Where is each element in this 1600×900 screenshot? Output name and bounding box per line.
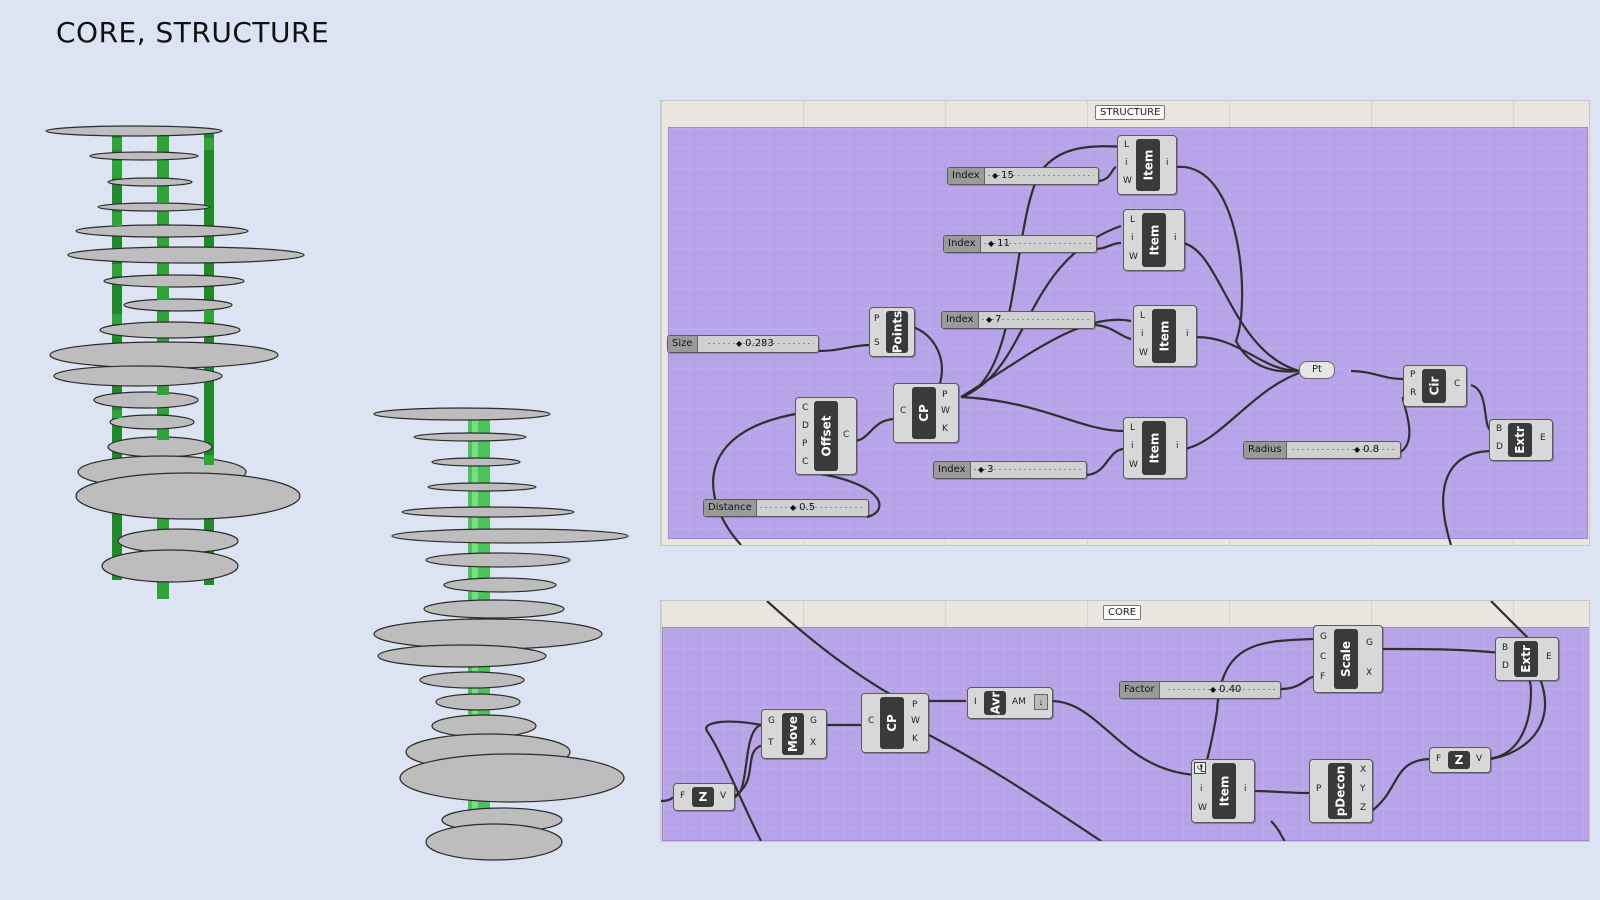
index-slider-15-label: Index [948, 168, 985, 184]
extr-component[interactable]: B D Extr E [1489, 419, 1553, 461]
index-slider-11[interactable]: Index 11 [943, 235, 1097, 253]
index-slider-7[interactable]: Index 7 [941, 311, 1095, 329]
index-slider-11-label: Index [944, 236, 981, 252]
item-label: Item [1147, 224, 1161, 256]
pdecon-component[interactable]: P pDecon X Y Z [1309, 759, 1373, 823]
slide-title: CORE, STRUCTURE [56, 16, 330, 49]
core-model [373, 407, 629, 861]
z-label: Z [1454, 753, 1464, 767]
index-slider-15[interactable]: Index 15 [947, 167, 1099, 185]
item-component-core[interactable]: ↺ L i W Item i [1191, 759, 1255, 823]
index-slider-7-label: Index [942, 312, 979, 328]
factor-slider-label: Factor [1120, 682, 1160, 698]
distance-slider-value: 0.5 [790, 500, 815, 516]
radius-slider-label: Radius [1244, 442, 1287, 458]
scale-component[interactable]: G C F Scale G X [1313, 625, 1383, 693]
size-slider-label: Size [668, 336, 698, 352]
avr-component[interactable]: I Avr AM ↓ [967, 687, 1053, 719]
index-slider-3-value: 3 [978, 462, 993, 478]
radius-slider[interactable]: Radius 0.8 [1243, 441, 1401, 459]
scale-label: Scale [1339, 640, 1354, 678]
avr-label: Avr [988, 691, 1003, 715]
index-slider-3-label: Index [934, 462, 971, 478]
distance-slider-label: Distance [704, 500, 757, 516]
z-component-right[interactable]: F Z V [1429, 747, 1491, 773]
item-component-7[interactable]: L i W Item i [1133, 305, 1197, 367]
z-label: Z [698, 790, 708, 804]
item-component-3[interactable]: L i W Item i [1123, 417, 1187, 479]
points-label: Points [890, 310, 905, 354]
extr-component-core[interactable]: B D Extr E [1495, 637, 1559, 681]
index-slider-3[interactable]: Index 3 [933, 461, 1087, 479]
extr-label: Extr [1513, 426, 1527, 454]
factor-slider[interactable]: Factor 0.40 [1119, 681, 1281, 699]
cir-label: Cir [1427, 376, 1441, 396]
move-component[interactable]: G T Move G X [761, 709, 827, 759]
extr-label: Extr [1519, 645, 1533, 673]
item-label: Item [1217, 775, 1231, 807]
item-component-15[interactable]: L i W Item i [1117, 135, 1177, 195]
item-label: Item [1141, 149, 1155, 181]
index-slider-11-value: 11 [988, 236, 1010, 252]
core-group-tag[interactable]: CORE [1103, 605, 1142, 620]
structure-group-tag[interactable]: STRUCTURE [1095, 105, 1166, 120]
item-label: Item [1157, 320, 1171, 352]
cp-component[interactable]: C CP P W K [893, 383, 959, 443]
loop-icon: ↺ [1194, 762, 1206, 774]
model-views [45, 125, 629, 861]
cir-component[interactable]: P R Cir C [1403, 365, 1467, 407]
item-label: Item [1147, 432, 1161, 464]
radius-slider-value: 0.8 [1354, 442, 1379, 458]
distance-slider[interactable]: Distance 0.5 [703, 499, 869, 517]
pt-component[interactable]: Pt [1299, 361, 1335, 379]
item-component-11[interactable]: L i W Item i [1123, 209, 1185, 271]
points-component[interactable]: P S Points [869, 307, 915, 357]
size-slider-value: 0.283 [736, 336, 774, 352]
offset-label: Offset [819, 415, 834, 457]
move-label: Move [786, 715, 800, 753]
dropdown-arrow-icon[interactable]: ↓ [1034, 694, 1048, 710]
offset-component[interactable]: C D P C Offset C [795, 397, 857, 475]
cp-label: CP [916, 404, 931, 422]
structure-model [45, 125, 305, 599]
cp-label: CP [884, 714, 899, 732]
core-canvas[interactable]: CORE F Z V G T Mo [660, 600, 1590, 842]
index-slider-7-value: 7 [986, 312, 1001, 328]
cp-component-core[interactable]: C CP P W K [861, 693, 929, 753]
pdecon-label: pDecon [1333, 765, 1347, 817]
size-slider[interactable]: Size 0.283 [667, 335, 819, 353]
factor-slider-value: 0.40 [1210, 682, 1241, 698]
z-component-left[interactable]: F Z V [673, 783, 735, 811]
structure-canvas[interactable]: STRUCTURE [660, 100, 1590, 546]
index-slider-15-value: 15 [992, 168, 1014, 184]
